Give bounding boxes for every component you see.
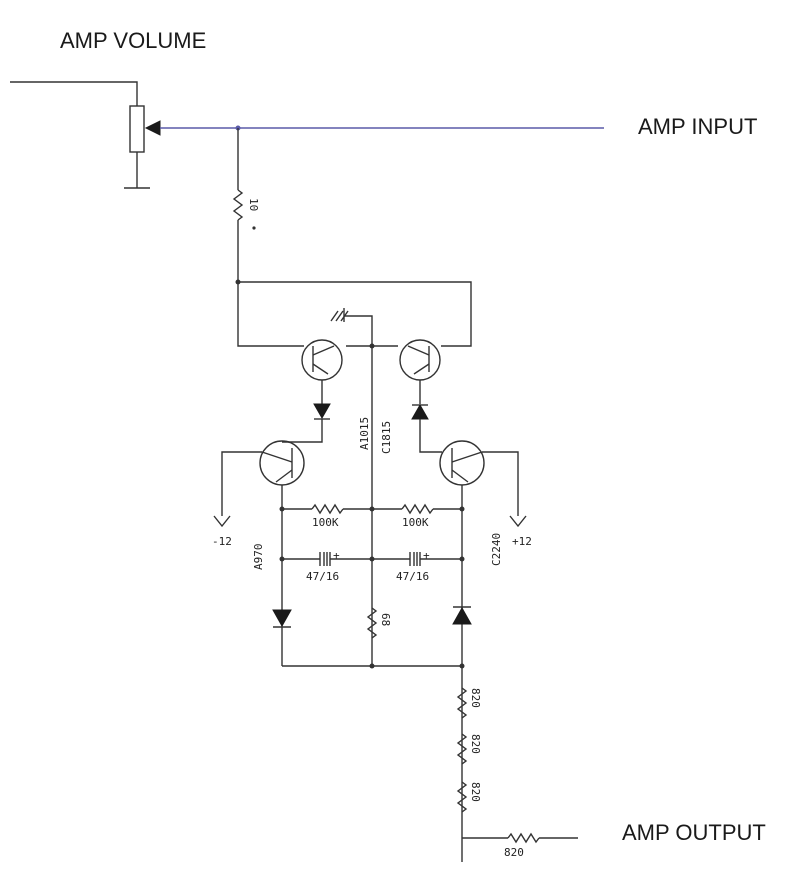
supply-neg-label: -12 xyxy=(212,535,232,548)
transistor-q4-label: C2240 xyxy=(490,533,503,566)
resistor-out-1-label: 820 xyxy=(469,688,482,708)
resistor-68 xyxy=(366,607,378,639)
resistor-out-3-label: 820 xyxy=(469,782,482,802)
resistor-100k-left xyxy=(311,503,344,515)
ground-symbol xyxy=(330,308,373,346)
resistor-100k-right-label: 100K xyxy=(402,516,429,529)
transistor-q3 xyxy=(221,440,305,666)
arrow-neg-supply xyxy=(213,515,231,528)
transistor-q1-label: A1015 xyxy=(358,417,371,450)
supply-pos-label: +12 xyxy=(512,535,532,548)
diode-lower-right xyxy=(452,606,472,625)
diode-q1 xyxy=(282,403,331,443)
resistor-input-label: 10 xyxy=(247,198,260,211)
resistor-100k-right xyxy=(401,503,434,515)
diode-lower-left xyxy=(272,609,292,628)
resistor-out-2-label: 820 xyxy=(469,734,482,754)
amp-volume-label: AMP VOLUME xyxy=(60,28,206,53)
diode-q2 xyxy=(411,403,442,453)
resistor-out-4-label: 820 xyxy=(504,846,524,859)
resistor-out-2 xyxy=(456,733,468,765)
svg-text:+: + xyxy=(333,549,340,562)
resistor-68-label: 68 xyxy=(379,613,392,626)
volume-potentiometer xyxy=(10,81,161,189)
transistor-q1 xyxy=(301,339,343,404)
transistor-q3-label: A970 xyxy=(252,544,265,571)
capacitor-left-label: 47/16 xyxy=(306,570,339,583)
arrow-pos-supply xyxy=(509,515,527,528)
capacitor-right-label: 47/16 xyxy=(396,570,429,583)
resistor-out-4 xyxy=(507,832,540,844)
capacitor-left: + xyxy=(319,549,340,566)
resistor-out-3 xyxy=(456,781,468,813)
transistor-q2 xyxy=(399,339,441,404)
svg-text:+: + xyxy=(423,549,430,562)
resistor-out-1 xyxy=(456,687,468,719)
resistor-input xyxy=(232,128,244,282)
resistor-100k-left-label: 100K xyxy=(312,516,339,529)
amp-input-label: AMP INPUT xyxy=(638,114,757,139)
amp-output-label: AMP OUTPUT xyxy=(622,820,766,845)
capacitor-right: + xyxy=(409,549,430,566)
transistor-q2-label: C1815 xyxy=(380,421,393,454)
